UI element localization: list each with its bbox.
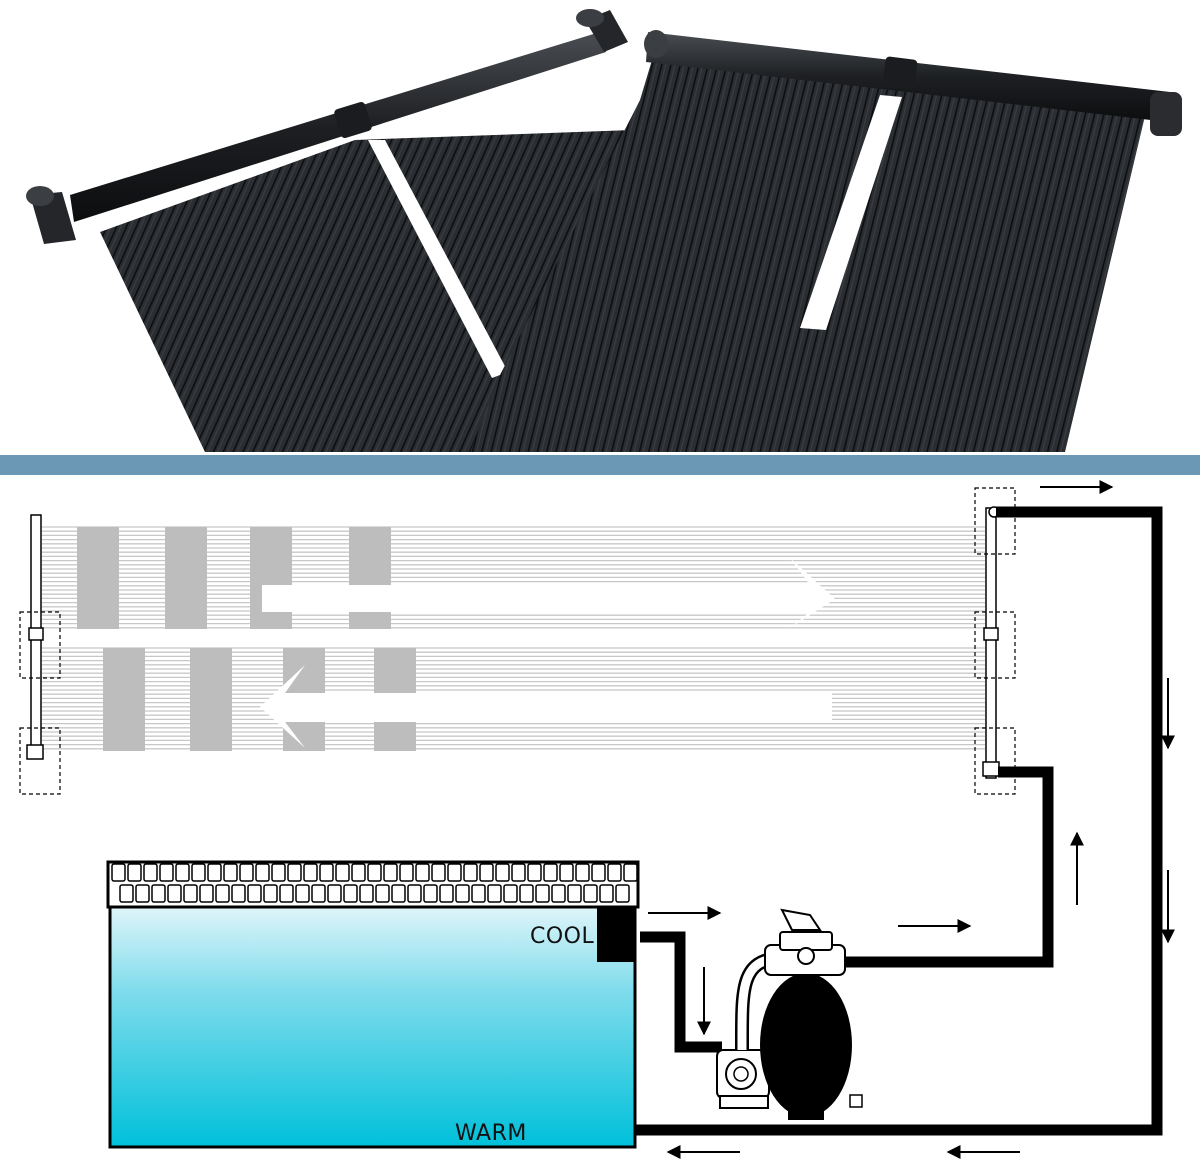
pool-tile xyxy=(447,863,462,882)
pool-tile xyxy=(567,884,582,903)
pool-tile xyxy=(183,884,198,903)
right-header-diagram xyxy=(982,506,1000,779)
pool-tile xyxy=(343,884,358,903)
pool-tile xyxy=(463,863,478,882)
flow-arrows xyxy=(648,480,1175,1159)
pool-tile xyxy=(191,863,206,882)
pool-tile xyxy=(119,884,134,903)
pool-tile xyxy=(479,863,494,882)
panel-flow-arrow-left xyxy=(260,665,832,748)
pool-tile xyxy=(143,863,158,882)
left-header-diagram xyxy=(26,514,44,760)
pool-tile xyxy=(319,863,334,882)
pool-tile xyxy=(271,863,286,882)
pool-tile xyxy=(623,863,638,882)
left-fitting-outlines xyxy=(19,611,61,795)
pool-tile xyxy=(439,884,454,903)
pool-tile xyxy=(407,884,422,903)
pool-tile xyxy=(151,884,166,903)
pool-tile xyxy=(383,863,398,882)
pipe-pool-to-pump xyxy=(640,931,722,1053)
solar-panel-photo xyxy=(26,9,1182,452)
pool-tile xyxy=(231,884,246,903)
section-separator xyxy=(0,455,1200,475)
pool-tile xyxy=(503,884,518,903)
pool-tile xyxy=(367,863,382,882)
pool-coping xyxy=(106,860,640,909)
pool-tile xyxy=(519,884,534,903)
pool-tile xyxy=(287,863,302,882)
right-panel-tubes xyxy=(470,50,1150,452)
pool-tile xyxy=(359,884,374,903)
pool-tile xyxy=(255,863,270,882)
pool-tile xyxy=(559,863,574,882)
pool-tile xyxy=(311,884,326,903)
pool-tile xyxy=(127,863,142,882)
pump-icon xyxy=(716,951,781,1109)
right-panel-gap xyxy=(800,95,902,330)
pool-tile xyxy=(535,884,550,903)
pool-tile xyxy=(239,863,254,882)
pool-tile xyxy=(575,863,590,882)
pool-tile xyxy=(207,863,222,882)
pool-tile xyxy=(111,863,126,882)
pool-tile xyxy=(607,863,622,882)
pool-tile xyxy=(335,863,350,882)
pool-tile xyxy=(511,863,526,882)
skimmer-box xyxy=(597,907,635,962)
pool-tile xyxy=(279,884,294,903)
pipe-filter-to-panel xyxy=(842,766,1054,968)
pool-tile xyxy=(527,863,542,882)
left-header-pipe xyxy=(26,9,628,244)
pool-tile xyxy=(495,863,510,882)
pool-tile xyxy=(159,863,174,882)
pool-tile xyxy=(167,884,182,903)
pool: COOL WARM xyxy=(106,860,640,1149)
pool-tile xyxy=(423,884,438,903)
panel-flow-arrow-right xyxy=(262,558,835,628)
pool-water xyxy=(108,905,637,1149)
pool-tile xyxy=(215,884,230,903)
right-fitting-outlines xyxy=(974,487,1016,795)
cool-label: COOL xyxy=(530,924,594,949)
pool-tile xyxy=(303,863,318,882)
pool-tile xyxy=(471,884,486,903)
pool-tile xyxy=(375,884,390,903)
pool-tile xyxy=(199,884,214,903)
pool-tile xyxy=(615,884,630,903)
pool-tile xyxy=(583,884,598,903)
pool-tile xyxy=(591,863,606,882)
pool-tile xyxy=(223,863,238,882)
pool-tile xyxy=(327,884,342,903)
pool-tile xyxy=(175,863,190,882)
right-header-pipe xyxy=(644,30,1182,136)
warm-label: WARM xyxy=(455,1121,527,1146)
pool-tile xyxy=(351,863,366,882)
pool-edge-tiles xyxy=(111,863,638,903)
pool-tile xyxy=(391,884,406,903)
pool-tile xyxy=(263,884,278,903)
left-panel-gap xyxy=(368,140,508,378)
pool-tile xyxy=(543,863,558,882)
pool-tile xyxy=(399,863,414,882)
pool-tile xyxy=(487,884,502,903)
pool-tile xyxy=(135,884,150,903)
pool-tile xyxy=(295,884,310,903)
pool-tile xyxy=(455,884,470,903)
pool-tile xyxy=(415,863,430,882)
pool-tile xyxy=(551,884,566,903)
pool-tile xyxy=(599,884,614,903)
pool-tile xyxy=(431,863,446,882)
solar-panel-diagram: COOL WARM xyxy=(19,480,1175,1159)
sand-filter-icon xyxy=(760,908,863,1120)
pool-tile xyxy=(247,884,262,903)
